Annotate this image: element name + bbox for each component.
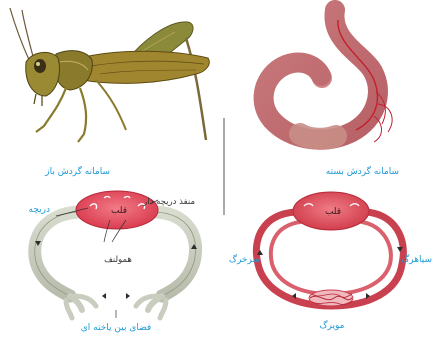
vein-label: سیاهرگ: [401, 253, 432, 265]
closed-circulation-diagram: قلب سرخرگ سیاهرگ مویرگ: [229, 192, 432, 331]
hemolymph-label: همولنف: [104, 255, 132, 265]
closed-system-title: سامانه گردش بسته: [326, 165, 399, 177]
capillary-label: مویرگ: [320, 319, 345, 331]
open-circulation-diagram: قلب منفذ دریچه دار دریچه همولنف فضای بین…: [29, 191, 198, 333]
closed-heart-label: قلب: [325, 207, 341, 217]
valve-label: دریچه: [29, 205, 51, 215]
interstitial-space-label: فضای بین یاخته ای: [81, 323, 151, 333]
artery-label: سرخرگ: [229, 253, 260, 265]
grasshopper-icon: [10, 8, 209, 142]
open-system-title: سامانه گردش باز: [44, 165, 110, 177]
open-heart-label: قلب: [111, 206, 127, 216]
earthworm-icon: [264, 10, 392, 142]
valved-opening-label: منفذ دریچه دار: [142, 197, 195, 207]
